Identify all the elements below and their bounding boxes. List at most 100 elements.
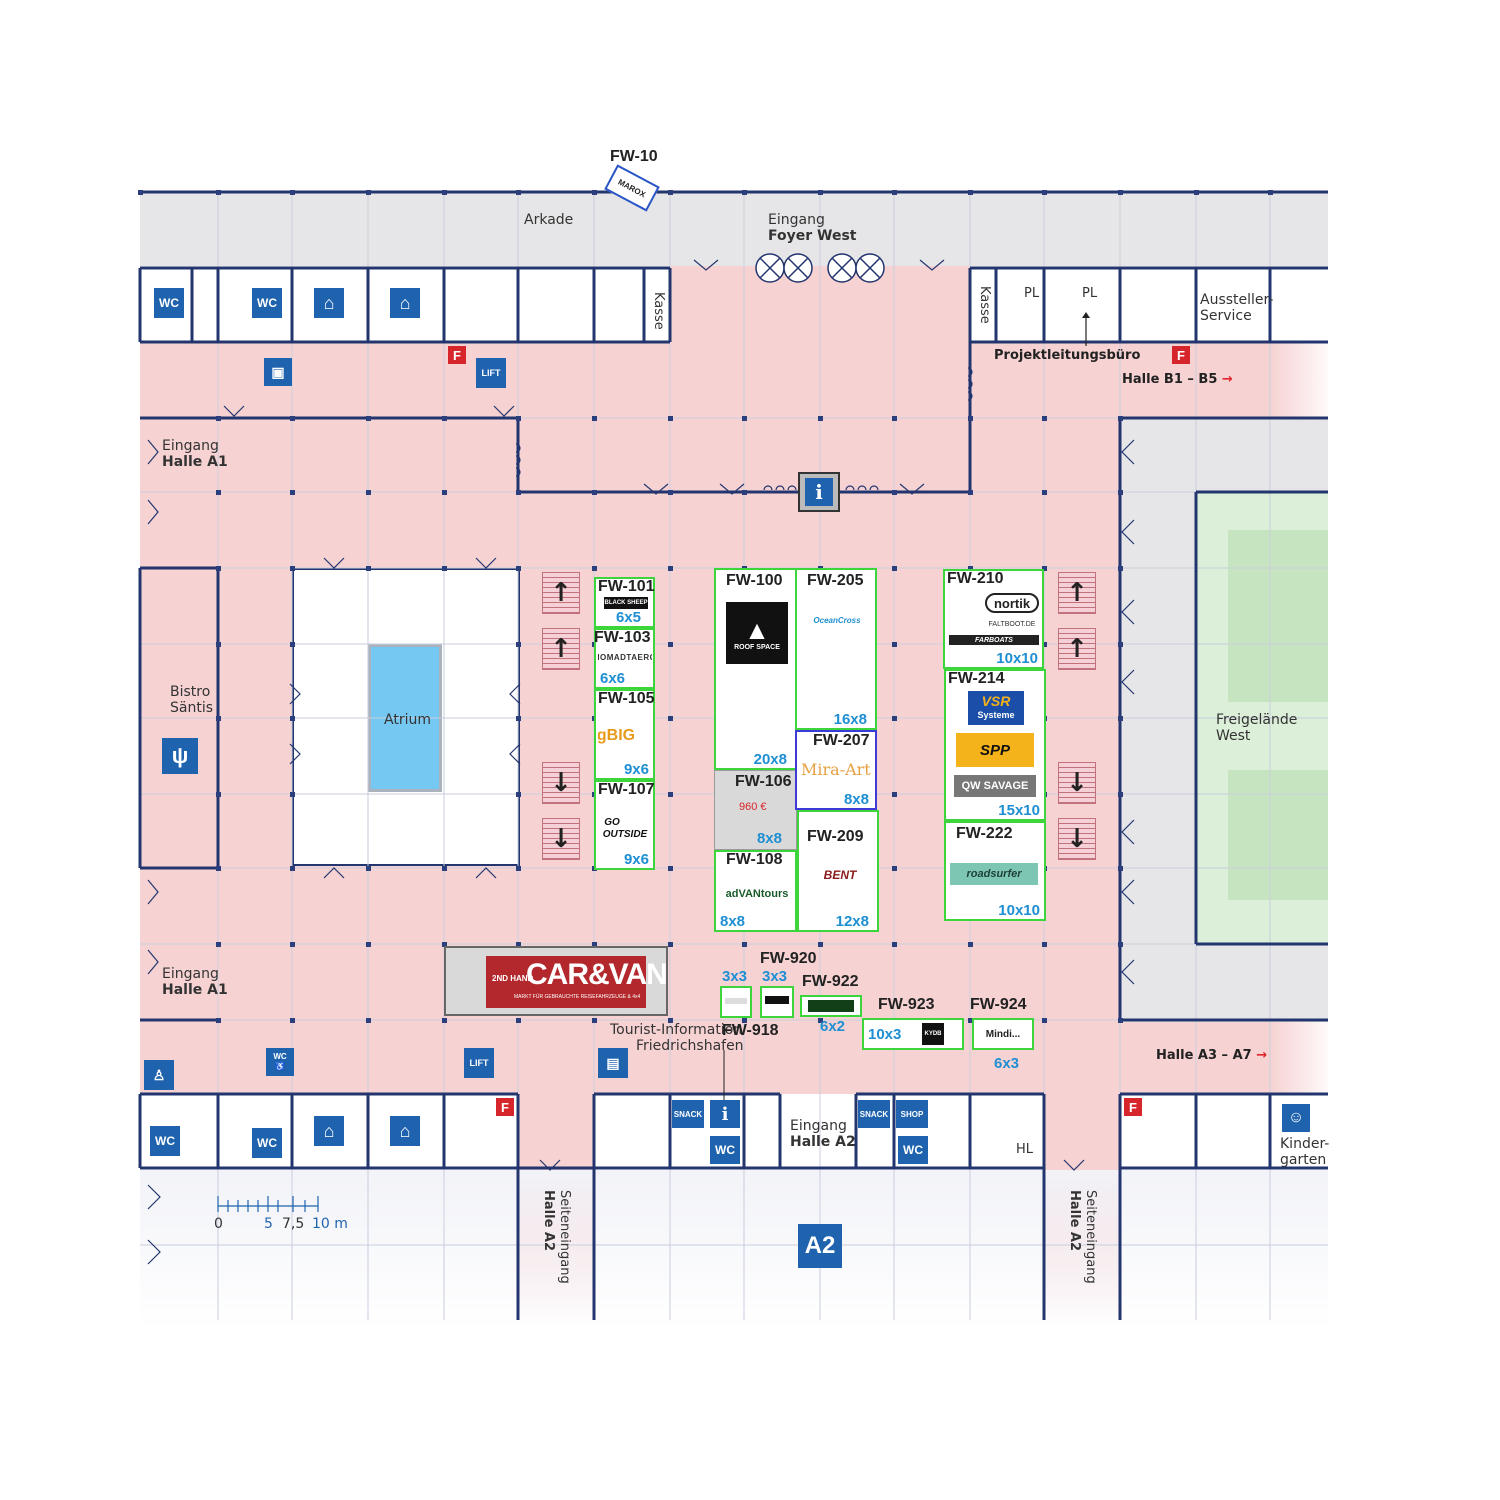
arrow-up-icon: ↑ xyxy=(1066,634,1088,664)
wc-icon: WC xyxy=(154,288,184,318)
booth-fw209[interactable]: FW-209 BENT 12x8 xyxy=(797,810,879,932)
column-dot xyxy=(592,566,597,571)
column-dot xyxy=(592,416,597,421)
column-dot xyxy=(290,1018,295,1023)
freigelaende-label-1: Freigelände xyxy=(1216,712,1298,728)
booth-fw922[interactable] xyxy=(800,995,862,1017)
carvan-small: 2ND HAND xyxy=(492,974,534,983)
column-dot xyxy=(366,866,371,871)
arkade-zone xyxy=(140,192,1328,266)
column-dot xyxy=(892,716,897,721)
roof-icon: ▲ xyxy=(744,614,770,645)
column-dot xyxy=(216,490,221,495)
booth-fw100[interactable]: FW-100 ▲ ROOF SPACE 20x8 xyxy=(714,568,797,770)
booth-fw207[interactable]: FW-207 Mira-Art 8x8 xyxy=(795,730,877,810)
booth-fw210-logo: nortik xyxy=(985,593,1039,613)
booth-fw107[interactable]: FW-107 GO OUTSIDE 9x6 xyxy=(594,780,655,870)
column-dot xyxy=(366,190,371,195)
column-dot xyxy=(892,190,897,195)
booth-fw924[interactable]: Mindi... xyxy=(972,1018,1034,1050)
booth-fw210-id: FW-210 xyxy=(947,570,1004,587)
booth-fw101[interactable]: FW-101 BLACK SHEEP 6x5 xyxy=(594,577,655,628)
freigelaende-inner xyxy=(1228,530,1328,702)
booth-fw103-size: 6x6 xyxy=(600,670,626,687)
column-dot xyxy=(516,942,521,947)
wc-icon: WC xyxy=(252,288,282,318)
wc-icon: WC xyxy=(898,1136,928,1164)
booth-fw107-id: FW-107 xyxy=(598,781,655,798)
carvan-big: CAR&VAN xyxy=(526,958,668,991)
tourist-info-label-1: Tourist-Information xyxy=(610,1022,743,1038)
booth-fw106-price: 960 € xyxy=(739,801,767,813)
tourist-info-label-2: Friedrichshafen xyxy=(636,1038,744,1054)
booth-fw107-logo-2: OUTSIDE xyxy=(602,828,648,840)
column-dot xyxy=(216,1018,221,1023)
column-dot xyxy=(516,1018,521,1023)
wc-icon: WC xyxy=(252,1128,282,1158)
halle-b-text: Halle B1 – B5 xyxy=(1122,372,1218,387)
column-dot xyxy=(668,490,673,495)
escalator-up: ↑ xyxy=(1058,628,1096,670)
booth-fw10-logo: MAROX xyxy=(616,177,648,199)
booth-fw922-id: FW-922 xyxy=(802,973,859,990)
baby-changing-icon: ♙ xyxy=(144,1060,174,1090)
arrow-up-icon: ↑ xyxy=(550,578,572,608)
carvan-banner[interactable]: 2ND HAND CAR&VAN MARKT FÜR GEBRAUCHTE RE… xyxy=(444,946,668,1016)
booth-fw920[interactable] xyxy=(760,986,794,1018)
booth-fw105[interactable]: FW-105 gBIG 9x6 xyxy=(594,689,655,780)
booth-fw108[interactable]: FW-108 adVANtours 8x8 xyxy=(714,850,797,932)
wc-icon: WC xyxy=(710,1136,740,1164)
cloakroom-icon: ⌂ xyxy=(390,1116,420,1146)
column-dot xyxy=(968,942,973,947)
arrow-down-icon: ↓ xyxy=(550,824,572,854)
column-dot xyxy=(216,416,221,421)
column-dot xyxy=(968,1018,973,1023)
accessible-wc-icon: WC♿ xyxy=(266,1048,294,1076)
column-dot xyxy=(968,416,973,421)
eingang-a1-bottom-1: Eingang xyxy=(162,966,219,982)
booth-fw106[interactable]: FW-106 960 € 8x8 xyxy=(714,770,797,850)
column-dot xyxy=(892,792,897,797)
booth-fw205[interactable]: FW-205 OceanCross 16x8 xyxy=(795,568,877,730)
booth-fw214-logo: VSR Systeme xyxy=(968,691,1024,725)
booth-fw918-size: 3x3 xyxy=(722,968,748,985)
booth-fw920-id: FW-920 xyxy=(760,950,817,967)
info-icon: i xyxy=(805,478,833,506)
info-icon: i xyxy=(710,1100,740,1128)
booth-fw205-logo: OceanCross xyxy=(813,615,861,625)
column-dot xyxy=(290,566,295,571)
column-dot xyxy=(1118,792,1123,797)
booth-fw918[interactable] xyxy=(720,986,752,1018)
booth-fw923[interactable]: 10x3 KYDB xyxy=(862,1018,964,1050)
column-dot xyxy=(1042,190,1047,195)
booth-fw100-logo: ▲ ROOF SPACE xyxy=(726,602,788,664)
foyer-west-label: Foyer West xyxy=(768,228,857,244)
booth-fw918-logo xyxy=(725,998,747,1004)
arrow-up-icon: ↑ xyxy=(550,634,572,664)
seiteneingang-left-2: Halle A2 xyxy=(541,1190,556,1252)
column-dot xyxy=(742,490,747,495)
booth-fw222[interactable]: FW-222 roadsurfer 10x10 xyxy=(944,821,1046,921)
booth-fw214-id: FW-214 xyxy=(948,670,1005,687)
booth-fw103[interactable]: FW-103 NOMADTAERO 6x6 xyxy=(594,628,655,689)
column-dot xyxy=(366,416,371,421)
column-dot xyxy=(366,566,371,571)
column-dot xyxy=(892,942,897,947)
kindergarten-label-2: garten xyxy=(1280,1152,1327,1168)
projektleitung-label: Projektleitungsbüro xyxy=(994,348,1141,363)
booth-fw106-size: 8x8 xyxy=(756,830,782,847)
halle-a3-text: Halle A3 – A7 xyxy=(1156,1048,1252,1063)
column-dot xyxy=(442,1018,447,1023)
booth-fw210[interactable]: FW-210 nortik FALTBOOT.DE FARBOATS 10x10 xyxy=(943,569,1044,669)
info-point[interactable]: i xyxy=(798,472,840,512)
pl-label-1: PL xyxy=(1024,286,1040,301)
eingang-a1-top-1: Eingang xyxy=(162,438,219,454)
bistro-label-2: Säntis xyxy=(170,700,214,716)
column-dot xyxy=(668,642,673,647)
booth-fw214[interactable]: FW-214 VSR Systeme SPP QW SAVAGE 15x10 xyxy=(944,669,1046,821)
carvan-tagline: MARKT FÜR GEBRAUCHTE REISEFAHRZEUGE & 4x… xyxy=(514,994,641,1000)
column-dot xyxy=(366,490,371,495)
column-dot xyxy=(366,1018,371,1023)
scale-0: 0 xyxy=(214,1216,223,1232)
booth-fw105-id: FW-105 xyxy=(598,690,655,707)
